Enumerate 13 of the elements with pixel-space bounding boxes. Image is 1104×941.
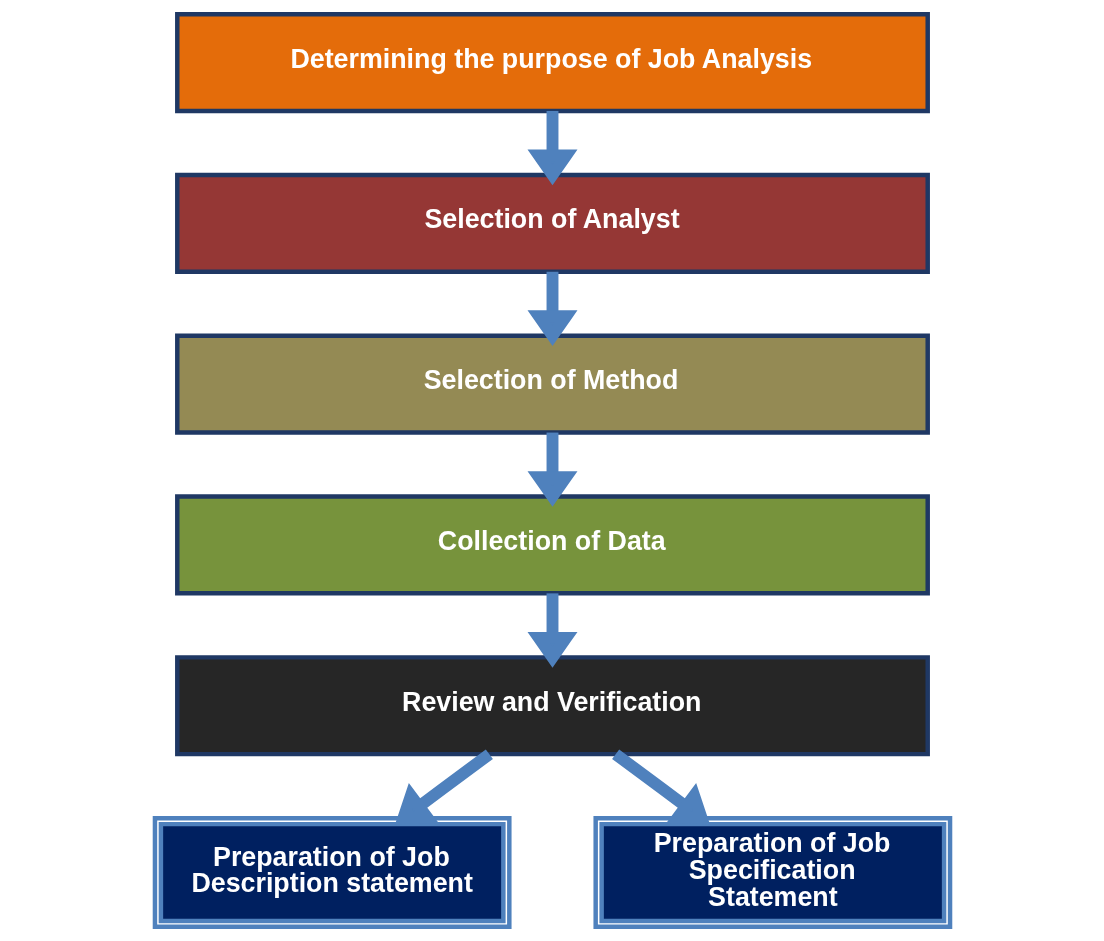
node-box: Collection of Data bbox=[174, 494, 930, 596]
arrow bbox=[527, 593, 577, 668]
node-box: Preparation of Job Description statement bbox=[152, 815, 512, 930]
arrow bbox=[394, 749, 493, 825]
arrow bbox=[527, 432, 577, 507]
node-box: Determining the purpose of Job Analysis bbox=[174, 11, 930, 114]
node-box: Selection of Analyst bbox=[174, 172, 930, 274]
node-box: Selection of Method bbox=[174, 333, 930, 435]
node-box: Preparation of Job Specification Statement bbox=[592, 815, 952, 930]
arrow bbox=[527, 271, 577, 346]
arrow bbox=[611, 749, 710, 825]
arrow bbox=[527, 110, 577, 186]
node-box: Review and Verification bbox=[174, 655, 930, 757]
